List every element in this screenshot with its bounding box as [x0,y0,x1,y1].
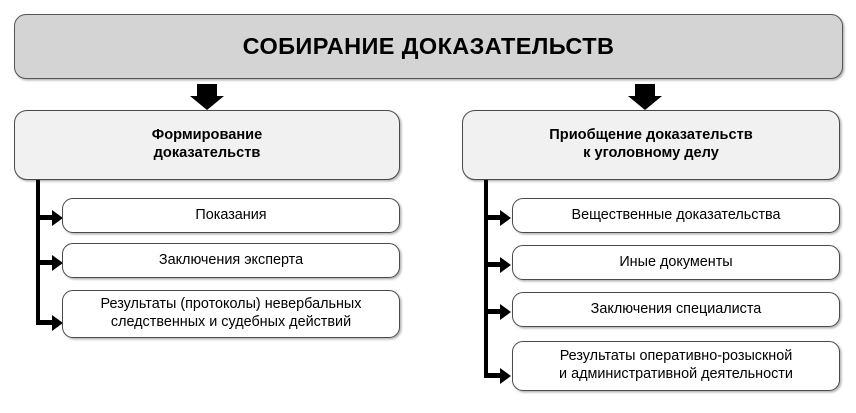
arrow-shaft [635,84,655,97]
leaf-box-left-1: Показания [62,198,400,233]
leaf-box-right-2: Иные документы [512,245,840,280]
right-arrow-icon-left-2 [52,254,63,271]
arrow-head [628,96,662,110]
leaf-label-left-3: Результаты (протоколы) невербальных след… [100,296,362,330]
connector-branch-left-2 [35,260,54,265]
right-arrow-icon-left-3 [52,314,63,331]
leaf-box-right-3: Заключения специалиста [512,292,840,327]
leaf-label-left-1: Показания [195,206,267,223]
right-arrow-icon-right-3 [500,303,511,320]
connector-branch-left-1 [35,215,54,220]
leaf-label-left-2: Заключения эксперта [158,251,304,268]
right-arrow-icon-right-1 [500,209,511,226]
leaf-box-right-1: Вещественные доказательства [512,198,840,233]
down-arrow-icon-right [628,84,662,110]
connector-branch-left-3 [35,320,54,325]
connector-trunk-left [35,180,40,324]
leaf-box-left-3: Результаты (протоколы) невербальных след… [62,290,400,338]
leaf-label-right-1: Вещественные доказательства [571,206,781,223]
leaf-label-right-2: Иные документы [619,253,733,270]
right-arrow-icon-left-1 [52,209,63,226]
leaf-box-right-4: Результаты оперативно-розыскной и админи… [512,341,840,391]
branch-heading-right: Приобщение доказательств к уголовному де… [462,110,840,180]
branch-heading-left-text: Формирование доказательств [151,127,263,161]
branch-heading-right-text: Приобщение доказательств к уголовному де… [549,127,753,161]
leaf-label-right-4: Результаты оперативно-розыскной и админи… [559,348,793,382]
right-arrow-icon-right-4 [500,367,511,384]
connector-branch-right-1 [483,215,502,220]
leaf-label-right-3: Заключения специалиста [590,300,762,317]
connector-trunk-right [483,180,488,378]
connector-branch-right-4 [483,373,502,378]
right-arrow-icon-right-2 [500,256,511,273]
down-arrow-icon-left [190,84,224,110]
diagram-title-text: СОБИРАНИЕ ДОКАЗАТЕЛЬСТВ [242,33,615,60]
branch-heading-left: Формирование доказательств [14,110,400,180]
arrow-shaft [197,84,217,97]
connector-branch-right-2 [483,262,502,267]
diagram-title-box: СОБИРАНИЕ ДОКАЗАТЕЛЬСТВ [14,14,843,79]
connector-branch-right-3 [483,309,502,314]
leaf-box-left-2: Заключения эксперта [62,243,400,278]
arrow-head [190,96,224,110]
